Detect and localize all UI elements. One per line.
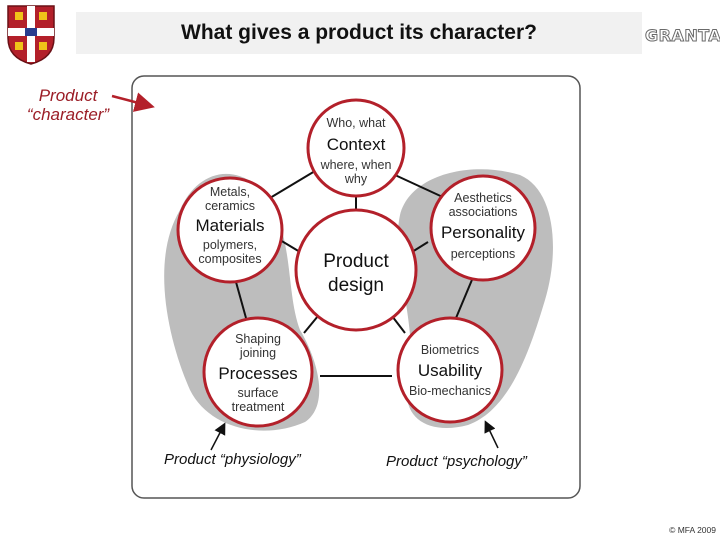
materials-node xyxy=(176,176,284,284)
connector-materials-processes xyxy=(235,281,247,319)
personality-label: Aesthetics associations Personality perc… xyxy=(425,191,541,261)
personality-bottom-line: perceptions xyxy=(450,247,516,261)
psychology-arrow xyxy=(484,420,499,449)
personality-title: Personality xyxy=(440,223,526,242)
product-design-label: Product design xyxy=(300,250,412,298)
context-top-line: Who, what xyxy=(326,116,386,130)
processes-top-line: joining xyxy=(239,346,277,360)
processes-bottom-line: treatment xyxy=(231,400,285,414)
context-bottom-line: why xyxy=(344,172,368,186)
usability-node xyxy=(396,316,504,424)
context-title: Context xyxy=(326,135,386,154)
materials-bottom-line: polymers, xyxy=(202,238,258,252)
personality-top-line: Aesthetics xyxy=(454,191,512,205)
product-design-node xyxy=(294,208,418,332)
university-crest-icon xyxy=(7,5,55,65)
connector-center-personality xyxy=(411,241,429,253)
processes-bottom-line: surface xyxy=(237,386,279,400)
product-design-line: Product xyxy=(323,251,389,272)
processes-title: Processes xyxy=(218,364,298,383)
granta-logo: GRANTA xyxy=(645,26,720,46)
header-bar xyxy=(76,12,642,54)
materials-title: Materials xyxy=(195,216,265,235)
physiology-caption: Product “physiology” xyxy=(164,451,301,468)
context-label: Who, what Context where, when why xyxy=(306,116,406,186)
product-character-label: Product “character” xyxy=(8,86,128,124)
materials-top-line: Metals, xyxy=(209,185,251,199)
side-label-line: “character” xyxy=(26,105,110,124)
physiology-arrow xyxy=(210,422,226,451)
copyright-text: © MFA 2009 xyxy=(669,525,716,535)
processes-top-line: Shaping xyxy=(235,332,281,346)
personality-node xyxy=(429,174,537,282)
character-arrow xyxy=(111,92,155,112)
materials-top-line: ceramics xyxy=(204,199,255,213)
context-bottom-line: where, when xyxy=(320,158,392,172)
usability-top-line: Biometrics xyxy=(420,343,480,357)
usability-title: Usability xyxy=(417,361,483,380)
context-node xyxy=(306,98,406,198)
side-label-line: Product xyxy=(38,86,98,105)
psychology-caption: Product “psychology” xyxy=(386,453,527,470)
personality-top-line: associations xyxy=(448,205,518,219)
connector-center-usability xyxy=(391,315,406,334)
processes-label: Shaping joining Processes surface treatm… xyxy=(200,332,316,414)
product-design-line: design xyxy=(328,275,384,296)
connector-center-materials xyxy=(279,239,301,253)
processes-node xyxy=(202,316,314,428)
usability-bottom-line: Bio-mechanics xyxy=(409,384,491,398)
connector-center-processes xyxy=(303,315,319,334)
materials-label: Metals, ceramics Materials polymers, com… xyxy=(174,185,286,266)
materials-bottom-line: composites xyxy=(198,252,262,266)
connector-personality-usability xyxy=(455,274,475,319)
page-title: What gives a product its character? xyxy=(181,21,537,44)
usability-label: Biometrics Usability Bio-mechanics xyxy=(394,343,506,398)
